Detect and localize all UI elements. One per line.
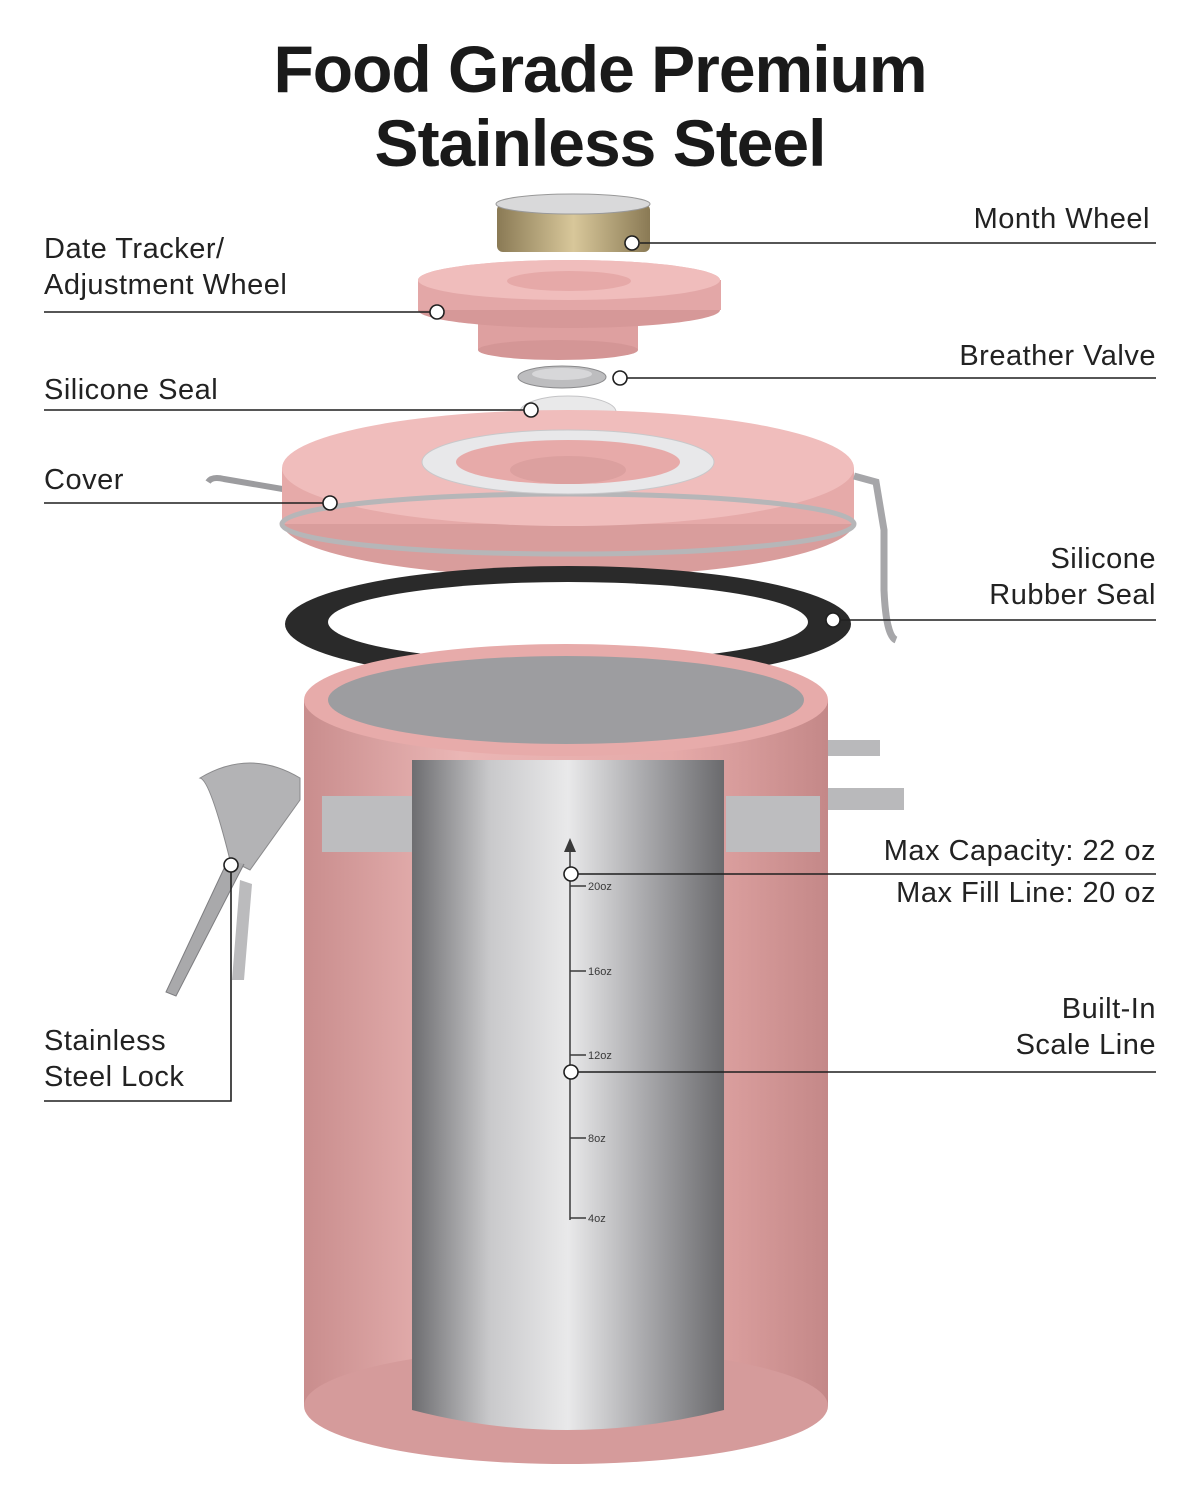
label-max-capacity: Max Capacity: 22 oz — [760, 833, 1156, 869]
date-tracker-part — [418, 260, 721, 360]
label-rubber-seal: Silicone Rubber Seal — [860, 541, 1156, 613]
label-max-fill-text: Max Fill Line: 20 oz — [896, 877, 1156, 909]
label-scale-line-line1: Built-In — [1061, 993, 1156, 1025]
month-wheel-part — [495, 193, 651, 252]
label-lock: Stainless Steel Lock — [44, 1023, 264, 1095]
label-cover: Cover — [44, 462, 344, 498]
label-rubber-seal-line2: Rubber Seal — [989, 579, 1156, 611]
label-breather-valve: Breather Valve — [760, 338, 1156, 374]
label-silicone-seal: Silicone Seal — [44, 372, 424, 408]
scale-tick-label: 20oz — [588, 881, 612, 893]
label-lock-line2: Steel Lock — [44, 1061, 185, 1093]
label-date-tracker: Date Tracker/ Adjustment Wheel — [44, 231, 424, 303]
label-month-wheel: Month Wheel — [760, 201, 1150, 237]
label-cover-text: Cover — [44, 464, 124, 496]
breather-valve-part — [517, 365, 607, 389]
scale-tick-label: 12oz — [588, 1050, 612, 1062]
label-breather-valve-text: Breather Valve — [959, 340, 1156, 372]
scale-tick-label: 8oz — [588, 1133, 606, 1145]
scale-tick-label: 16oz — [588, 966, 612, 978]
built-in-scale-line: 20oz 16oz 12oz 8oz 4oz — [564, 838, 612, 1225]
label-date-tracker-line1: Date Tracker/ — [44, 233, 225, 265]
label-silicone-seal-text: Silicone Seal — [44, 374, 219, 406]
cover-part — [205, 410, 898, 644]
label-rubber-seal-line1: Silicone — [1050, 543, 1156, 575]
callout-lines — [44, 235, 1156, 1102]
canister-body — [165, 644, 904, 1464]
page-title-line1: Food Grade Premium — [273, 32, 927, 106]
label-month-wheel-text: Month Wheel — [973, 203, 1150, 235]
label-scale-line-line2: Scale Line — [1015, 1029, 1156, 1061]
label-max-capacity-text: Max Capacity: 22 oz — [883, 835, 1156, 867]
label-lock-line1: Stainless — [44, 1025, 167, 1057]
scale-tick-label: 4oz — [588, 1213, 606, 1225]
page-title-line2: Stainless Steel — [374, 106, 827, 180]
label-scale-line: Built-In Scale Line — [900, 991, 1156, 1063]
label-max-fill: Max Fill Line: 20 oz — [760, 875, 1156, 911]
label-date-tracker-line2: Adjustment Wheel — [44, 269, 288, 301]
